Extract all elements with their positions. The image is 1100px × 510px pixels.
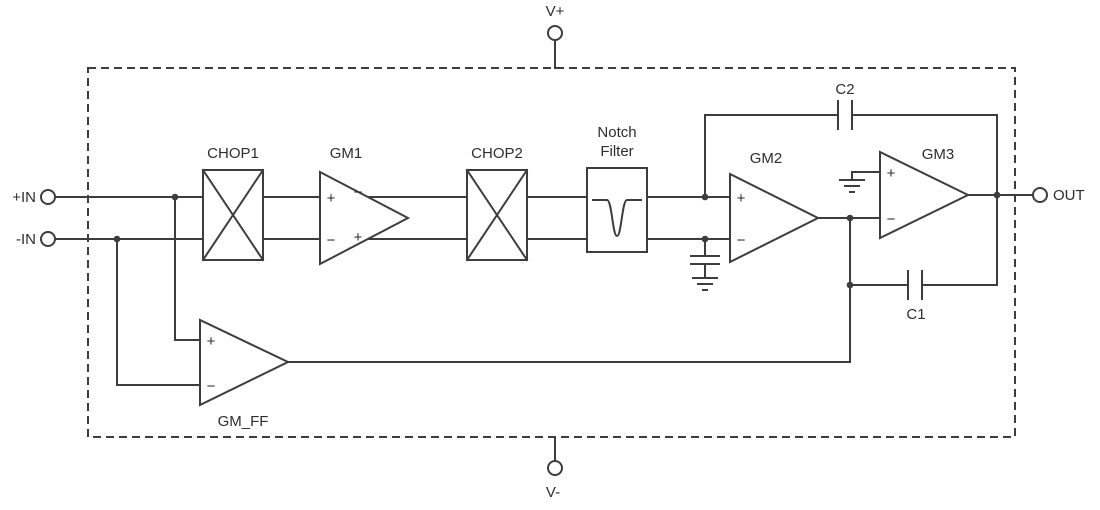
in-neg-terminal-circle: [40, 231, 56, 247]
vplus-label: V+: [546, 3, 565, 20]
chop1-block: CHOP1: [201, 145, 265, 262]
gmff-triangle: [199, 318, 291, 407]
gm3-block: GM3 + −: [879, 146, 971, 240]
chip-boundary: [87, 67, 1016, 438]
wires: [54, 39, 1034, 462]
gmff-block: GM_FF + −: [199, 318, 291, 430]
gm1-block: GM1 + − − +: [319, 145, 411, 266]
gm2-label: GM2: [750, 150, 783, 167]
chop2-cross-icon: [465, 168, 529, 262]
junction-dot: [993, 191, 1001, 199]
notch-filter-label-line2: Filter: [600, 143, 633, 160]
notch-filter-box: [586, 167, 648, 253]
vminus-label: V-: [546, 484, 560, 501]
out-terminal-circle: [1032, 187, 1048, 203]
gm1-label: GM1: [330, 145, 363, 162]
gm3-plus-sign: +: [887, 165, 896, 182]
notch-filter-label-line1: Notch: [597, 124, 636, 141]
junction-dots: [113, 191, 1001, 289]
gm1-input-minus-sign: −: [327, 232, 336, 249]
notch-filter-block: Notch Filter: [586, 124, 648, 253]
gm3-ground-icon: [839, 179, 865, 193]
gm1-input-plus-sign: +: [327, 190, 336, 207]
gm1-output-plus-sign: +: [354, 229, 363, 246]
gmff-minus-sign: −: [207, 378, 216, 395]
terminal-in-pos: +IN: [12, 189, 56, 206]
junction-dot: [701, 235, 709, 243]
chop1-cross-icon: [201, 168, 265, 262]
c2-label: C2: [835, 81, 854, 98]
gm2-triangle: [729, 172, 821, 264]
in-pos-label: +IN: [12, 189, 36, 206]
vplus-terminal-circle: [547, 25, 563, 41]
gm3-label: GM3: [922, 146, 955, 163]
junction-dot: [701, 193, 709, 201]
vminus-terminal-circle: [547, 460, 563, 476]
chop2-label: CHOP2: [471, 145, 523, 162]
gm3-triangle: [879, 150, 971, 240]
in-pos-terminal-circle: [40, 189, 56, 205]
junction-dot: [846, 214, 854, 222]
c1-capacitor-plates: [907, 270, 923, 300]
junction-dot: [113, 235, 121, 243]
gm2-plus-sign: +: [737, 190, 746, 207]
terminal-in-neg: -IN: [16, 231, 56, 248]
c1-label: C1: [906, 306, 925, 323]
gm3-minus-sign: −: [887, 211, 896, 228]
terminal-vplus: V+: [546, 3, 565, 41]
junction-dot: [171, 193, 179, 201]
c2-capacitor-plates: [837, 100, 853, 130]
chop1-label: CHOP1: [207, 145, 259, 162]
gm2-block: GM2 + −: [729, 150, 821, 264]
gm1-triangle: [319, 170, 411, 266]
terminal-vminus: V-: [546, 460, 563, 501]
chop2-block: CHOP2: [465, 145, 529, 262]
notch-curve-icon: [592, 199, 642, 238]
terminal-out: OUT: [1032, 187, 1085, 204]
gm1-output-minus-sign: −: [354, 184, 363, 201]
gm2-minus-sign: −: [737, 232, 746, 249]
gmff-label: GM_FF: [218, 413, 269, 430]
gmff-plus-sign: +: [207, 333, 216, 350]
out-label: OUT: [1053, 187, 1085, 204]
in-neg-label: -IN: [16, 231, 36, 248]
gm2-filter-ground-icon: [692, 277, 718, 291]
gm2-filter-capacitor-plates: [690, 255, 720, 265]
junction-dot: [846, 281, 854, 289]
